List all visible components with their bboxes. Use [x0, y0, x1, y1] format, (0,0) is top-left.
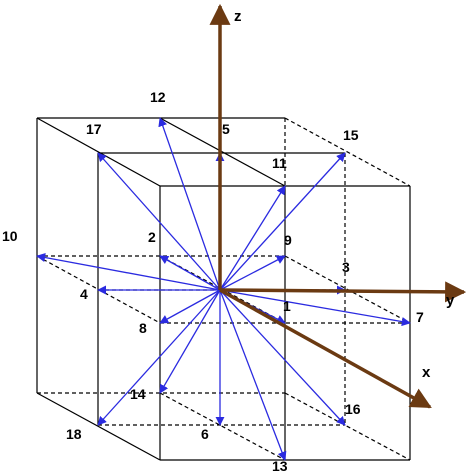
vector-label-17: 17	[86, 121, 102, 137]
vector-labels: 1 2 3 4 5 6 7 8 9 10 11 12 13 14 15 16 1…	[2, 89, 424, 474]
vector-12	[158, 117, 221, 291]
vector-11	[219, 185, 286, 291]
coordinate-axes	[209, 3, 467, 409]
y-axis	[219, 281, 467, 303]
vector-label-3: 3	[342, 259, 350, 275]
vector-label-12: 12	[150, 89, 166, 105]
vector-label-4: 4	[80, 286, 88, 302]
x-axis-label: x	[422, 364, 431, 381]
vector-17	[97, 152, 221, 291]
vector-label-13: 13	[272, 458, 288, 474]
vector-9	[219, 255, 286, 291]
vector-label-9: 9	[284, 232, 292, 248]
vector-13	[219, 289, 287, 461]
vector-label-11: 11	[272, 155, 287, 171]
vector-label-5: 5	[222, 121, 230, 137]
vector-10	[36, 253, 221, 291]
vector-18	[97, 289, 221, 426]
vector-label-10: 10	[2, 228, 18, 244]
cube-edge	[36, 117, 161, 187]
cube-edge	[159, 117, 286, 187]
cube-edge	[159, 392, 286, 461]
vector-label-6: 6	[201, 426, 209, 442]
cube-edge	[284, 117, 411, 187]
vector-label-18: 18	[66, 426, 82, 442]
y-axis-label: y	[446, 292, 455, 309]
vector-label-14: 14	[130, 386, 146, 402]
vector-label-2: 2	[148, 229, 156, 245]
cube-edge	[284, 392, 411, 461]
vector-label-7: 7	[416, 309, 424, 325]
vector-label-8: 8	[139, 320, 147, 336]
vector-14	[159, 289, 221, 394]
vector-2	[159, 255, 221, 291]
vector-label-1: 1	[283, 298, 291, 314]
vector-label-16: 16	[345, 401, 361, 417]
vector-15	[219, 152, 346, 291]
x-axis	[219, 288, 432, 409]
vector-7	[219, 289, 411, 327]
vector-8	[159, 289, 221, 324]
vector-label-15: 15	[343, 127, 359, 143]
z-axis-label: z	[234, 8, 242, 25]
vector-16	[219, 289, 346, 426]
cube-edge	[36, 392, 161, 461]
